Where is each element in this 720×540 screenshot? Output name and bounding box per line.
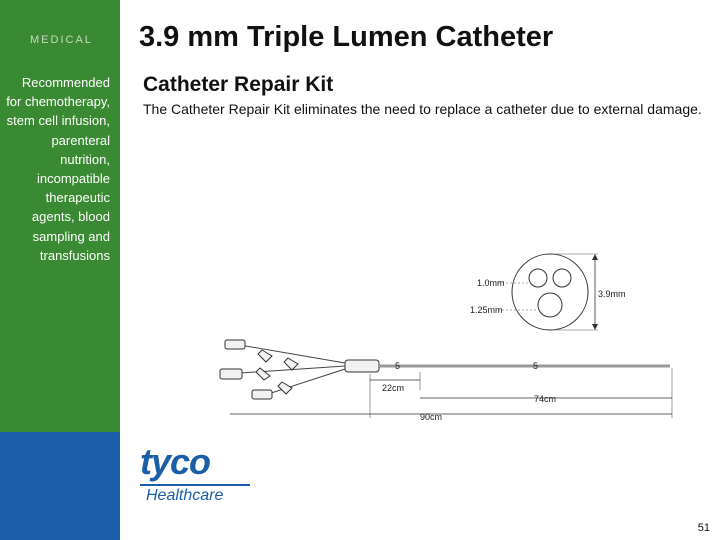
catheter-length-label: 74cm — [534, 394, 556, 404]
lumen-small-label: 1.0mm — [477, 278, 505, 288]
page-number: 51 — [697, 522, 710, 534]
slide-title: 3.9 mm Triple Lumen Catheter — [139, 21, 554, 53]
logo-divider — [140, 484, 250, 486]
lumen-large-label: 1.25mm — [470, 305, 503, 315]
lumen-cross-section — [498, 253, 598, 331]
slide-body: The Catheter Repair Kit eliminates the n… — [143, 101, 702, 117]
sidebar-blue-panel — [0, 432, 120, 540]
brand-label: MEDICAL — [30, 34, 93, 46]
slide-subtitle: Catheter Repair Kit — [143, 73, 334, 96]
marker-b: 5 — [533, 361, 538, 371]
extension-hubs — [219, 339, 380, 400]
marker-a: 5 — [395, 361, 400, 371]
sidebar-note: Recommended for chemotherapy, stem cell … — [6, 75, 110, 263]
outer-diameter-label: 3.9mm — [598, 289, 626, 299]
catheter-diagram: 1.0mm 1.25mm 3.9mm 5 5 22cm 74cm 90cm — [219, 253, 673, 422]
tyco-logo: tyco — [140, 441, 211, 482]
sidebar-green-panel — [0, 0, 120, 432]
logo-division: Healthcare — [146, 487, 224, 504]
extension-length-label: 22cm — [382, 383, 404, 393]
total-length-label: 90cm — [420, 412, 442, 422]
